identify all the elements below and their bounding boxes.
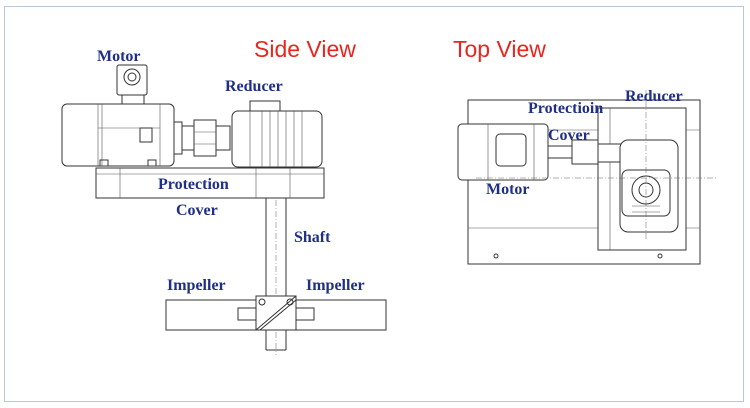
side-base-frame (95, 167, 325, 199)
top-label-cover: Cover (548, 127, 590, 144)
top-view-title: Top View (453, 36, 546, 62)
top-view (457, 90, 716, 265)
top-label-reducer: Reducer (625, 88, 683, 105)
diagram-frame (4, 6, 744, 402)
side-label-protection: Protection (158, 176, 229, 193)
side-view (61, 64, 387, 355)
top-motor (457, 123, 549, 181)
side-label-motor: Motor (97, 48, 141, 65)
top-coupling (547, 139, 623, 165)
top-gear-housing (619, 139, 679, 233)
side-impeller (165, 295, 387, 331)
side-label-reducer: Reducer (225, 78, 283, 95)
side-coupling (173, 119, 231, 157)
side-label-cover: Cover (176, 202, 218, 219)
side-view-title: Side View (254, 36, 356, 62)
side-reducer (231, 100, 323, 168)
side-motor-body (61, 103, 175, 167)
side-motor-terminal-box (116, 64, 148, 106)
side-label-impeller-right: Impeller (306, 277, 365, 294)
side-shaft (265, 198, 287, 355)
side-label-shaft: Shaft (294, 229, 331, 246)
top-label-protection: Protectioin (528, 100, 603, 117)
side-label-impeller-left: Impeller (167, 277, 226, 294)
top-label-motor: Motor (486, 181, 530, 198)
